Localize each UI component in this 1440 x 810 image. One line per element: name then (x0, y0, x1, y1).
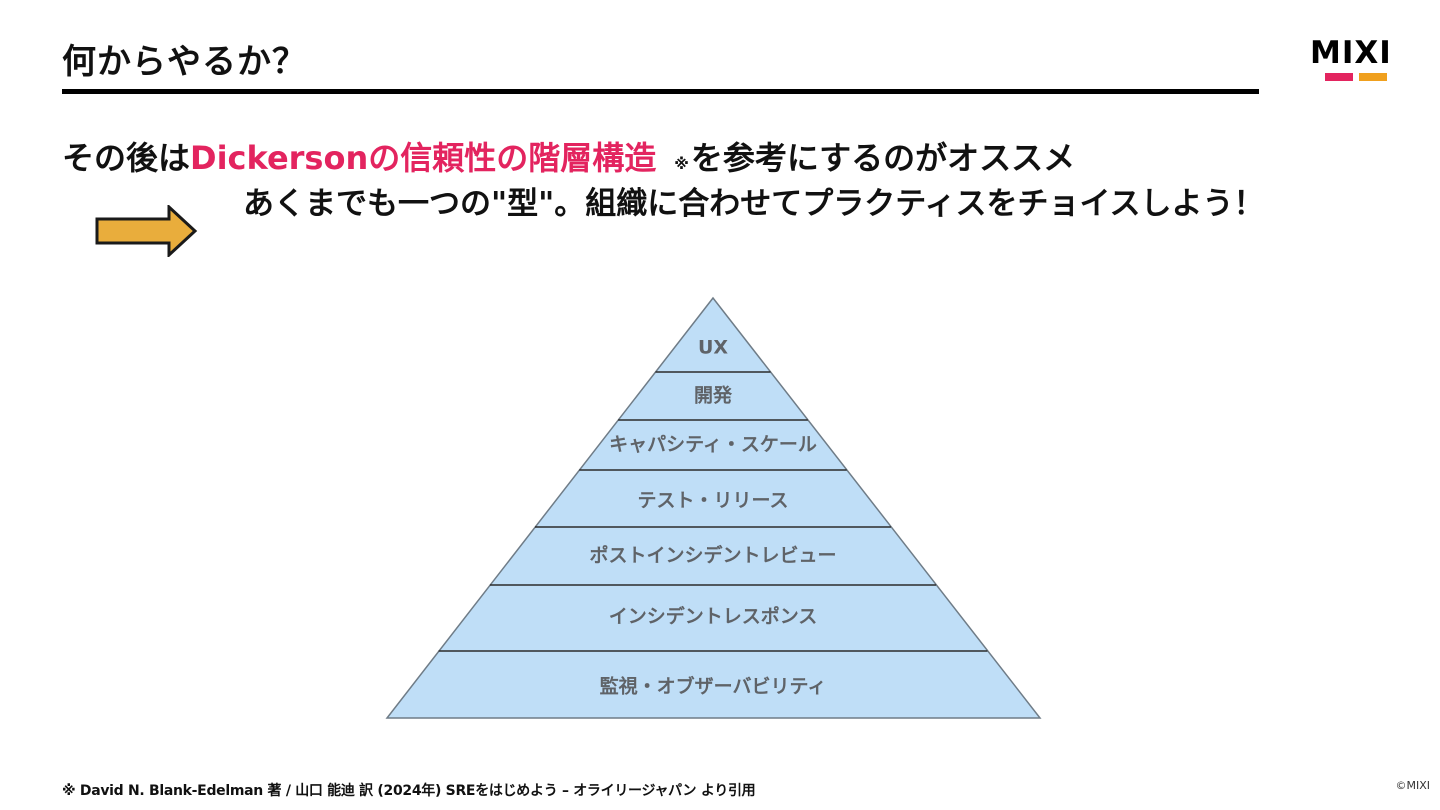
right-arrow-icon (95, 205, 198, 257)
headline-prefix: その後は (62, 139, 191, 177)
headline-note-mark: ※ (674, 155, 689, 173)
pyramid-level-label: テスト・リリース (637, 490, 788, 512)
copyright: ©MIXI (1395, 779, 1430, 792)
footnote: ※ David N. Blank-Edelman 著 / 山口 能迪 訳 (20… (62, 783, 756, 799)
mixi-logo: MIXI (1310, 38, 1402, 81)
title-divider (62, 89, 1259, 94)
pyramid-shape (385, 296, 1042, 719)
pyramid-level-label: 開発 (694, 384, 733, 407)
pyramid-level-label: キャパシティ・スケール (609, 434, 817, 456)
subtext: あくまでも一つの"型"。組織に合わせてプラクティスをチョイスしよう！ (243, 186, 1265, 222)
reliability-pyramid: UX 開発キャパシティ・スケールテスト・リリースポストインシデントレビューインシデ… (385, 296, 1042, 719)
pyramid-level-label: 監視・オブザーバビリティ (600, 675, 827, 698)
logo-text: MIXI (1310, 35, 1392, 71)
logo-bar-pink (1325, 73, 1353, 81)
logo-bars (1310, 73, 1402, 81)
pyramid-level-label: UX (698, 337, 728, 359)
logo-bar-orange (1359, 73, 1387, 81)
slide-title: 何からやるか？ (62, 42, 307, 82)
pyramid-level-label: ポストインシデントレビュー (589, 544, 836, 567)
headline-suffix: を参考にするのがオススメ (690, 139, 1076, 177)
pyramid-level-label: インシデントレスポンス (609, 605, 818, 628)
headline: その後はDickersonの信頼性の階層構造 ※を参考にするのがオススメ (62, 133, 1075, 179)
headline-highlight: Dickersonの信頼性の階層構造 (190, 139, 657, 177)
